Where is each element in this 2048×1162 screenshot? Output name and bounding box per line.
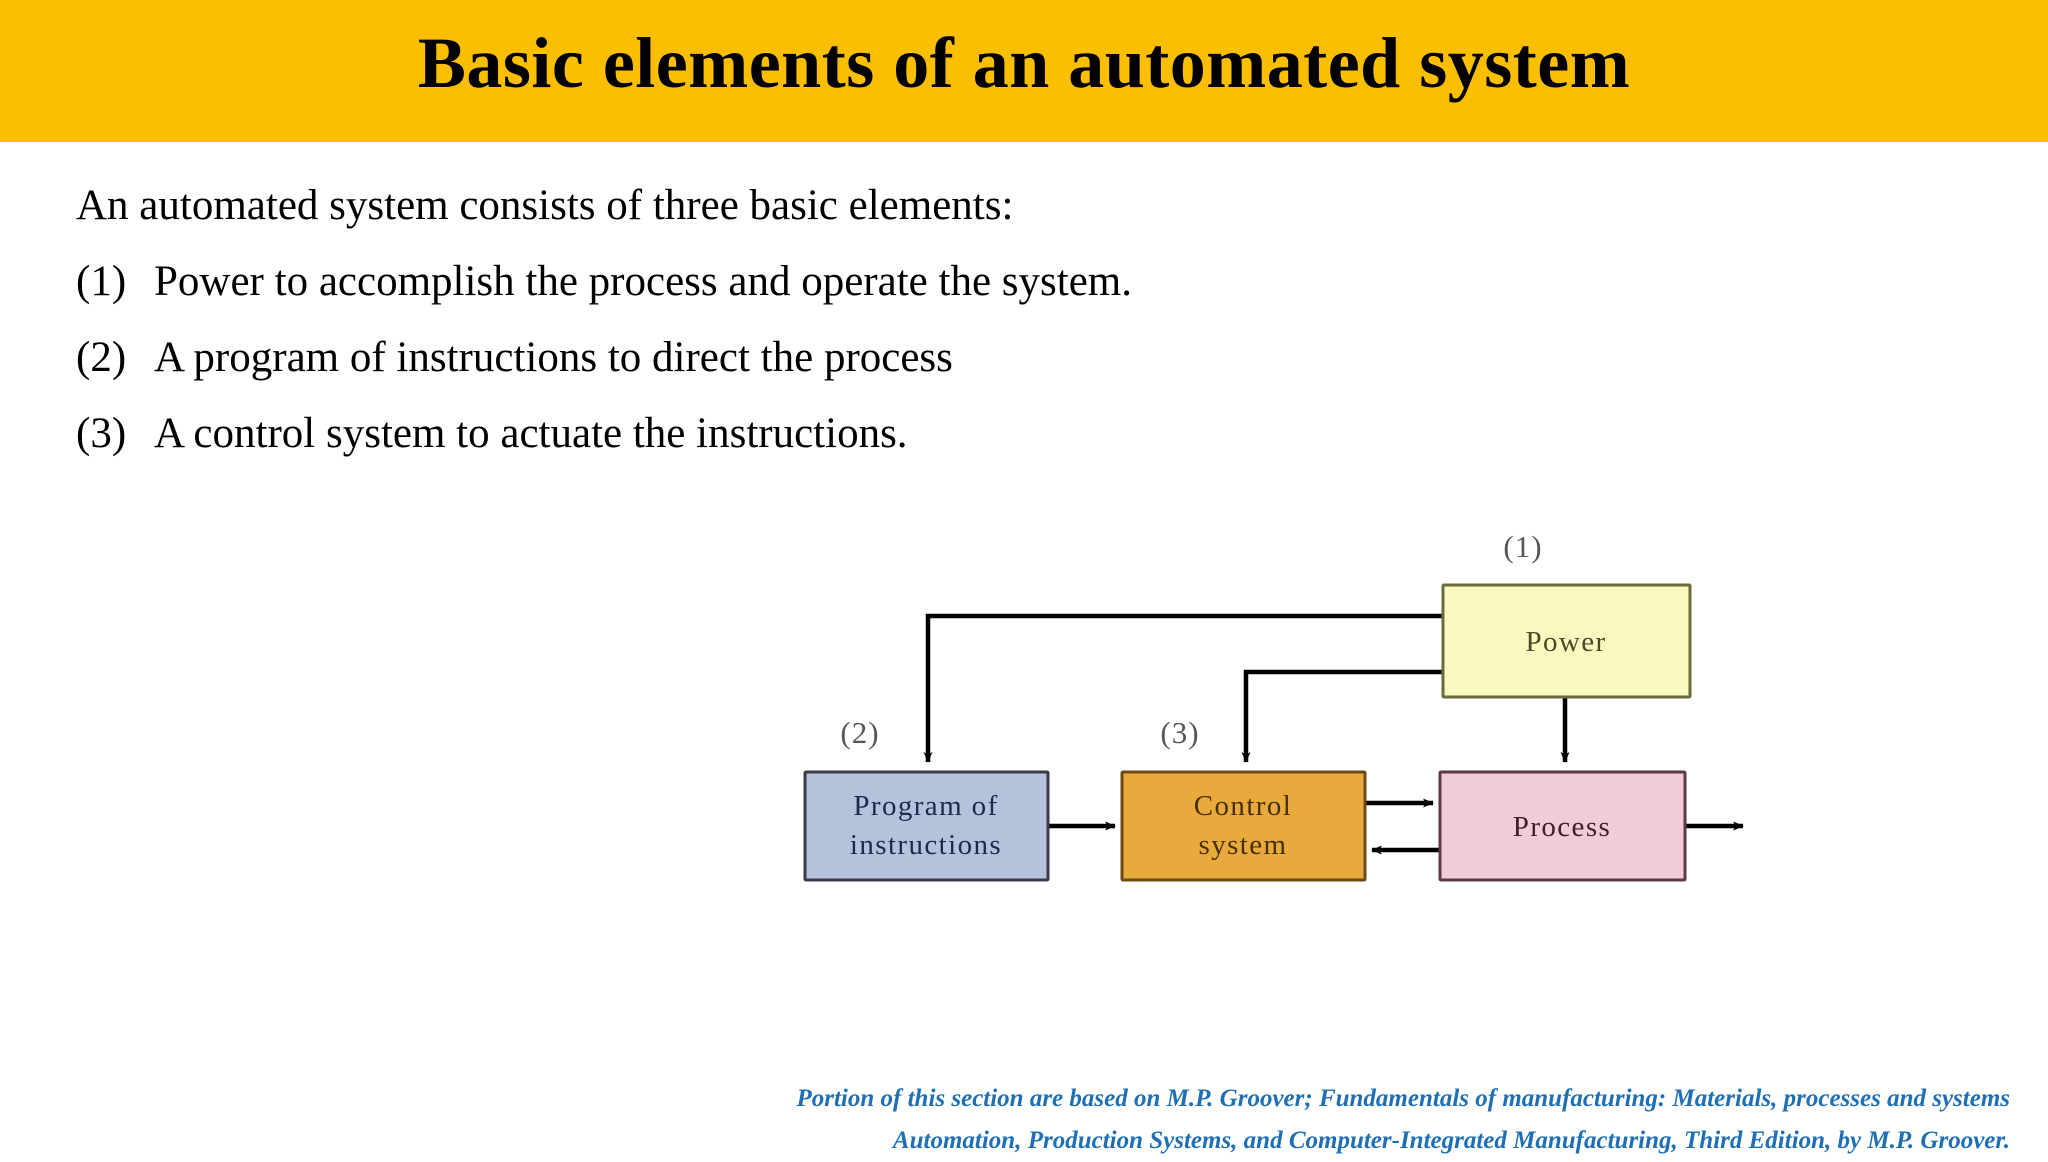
program-of-instructions-label-line1: Program of — [853, 790, 998, 822]
power-box-label: Power — [1525, 626, 1606, 658]
control-system-label-line2: system — [1199, 829, 1288, 861]
connector-power-to-control — [1241, 669, 1443, 763]
diagram-node-program-of-instructions: Program of instructions — [803, 770, 1050, 882]
control-system-box — [1120, 770, 1367, 882]
page-title: Basic elements of an automated system — [417, 23, 1631, 103]
list-item-text: A program of instructions to direct the … — [154, 334, 953, 381]
diagram-node-process: Process — [1438, 770, 1687, 882]
list-item: (1) Power to accomplish the process and … — [76, 244, 1476, 320]
control-system-label-line1: Control — [1194, 790, 1292, 822]
process-box-label: Process — [1513, 811, 1611, 843]
source-citation: Portion of this section are based on M.P… — [0, 1078, 2010, 1162]
list-item-number: (3) — [76, 410, 127, 457]
citation-line-2: Automation, Production Systems, and Comp… — [892, 1127, 2010, 1154]
diagram-ref-label-3: (3) — [1160, 715, 1199, 750]
lead-sentence: An automated system consists of three ba… — [76, 182, 1014, 229]
list-item-number: (1) — [76, 258, 127, 305]
diagram-connectors — [923, 613, 1744, 855]
diagram-ref-label-2: (2) — [840, 715, 879, 750]
list-item: (3) A control system to actuate the inst… — [76, 396, 1476, 472]
list-item: (2) A program of instructions to direct … — [76, 320, 1476, 396]
diagram-node-power: Power — [1441, 583, 1692, 699]
title-banner: Basic elements of an automated system — [0, 0, 2048, 142]
diagram-node-control-system: Control system — [1120, 770, 1367, 882]
program-of-instructions-label-line2: instructions — [850, 829, 1002, 861]
diagram-ref-label-1: (1) — [1503, 529, 1542, 564]
list-item-number: (2) — [76, 334, 127, 381]
connector-power-to-program — [923, 613, 1443, 763]
power-box — [1441, 583, 1692, 699]
program-of-instructions-box — [803, 770, 1050, 882]
automated-system-block-diagram: Power Program of instructions Control sy… — [780, 500, 1840, 940]
citation-line-1: Portion of this section are based on M.P… — [796, 1085, 2010, 1112]
body-content: An automated system consists of three ba… — [76, 168, 1476, 472]
list-item-text: A control system to actuate the instruct… — [154, 410, 908, 457]
process-box — [1438, 770, 1687, 882]
list-item-text: Power to accomplish the process and oper… — [154, 258, 1132, 305]
